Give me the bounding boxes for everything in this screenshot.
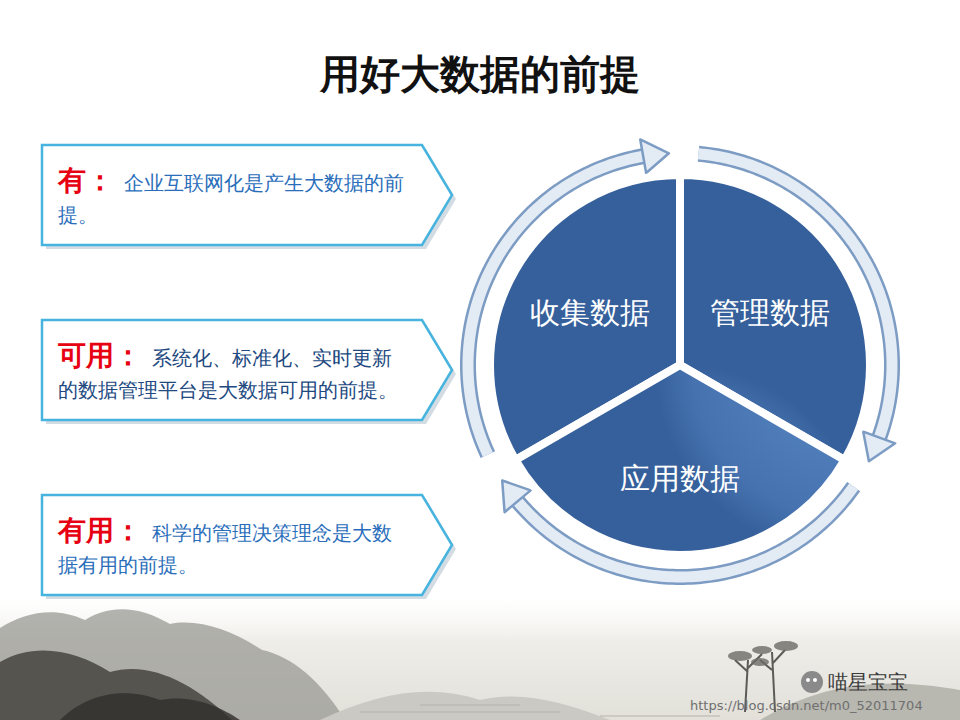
title-wrap: 用好大数据的前提 xyxy=(0,50,960,98)
label-wrap: https://blog.csdn.net/m0_52011704 xyxy=(690,698,923,714)
rock xyxy=(60,693,240,720)
watermark-url: https://blog.csdn.net/m0_52011704 xyxy=(690,698,923,714)
sector-label: 管理数据 xyxy=(710,295,830,331)
sector-shape xyxy=(515,365,845,555)
label-wrap: 喵星宝宝 xyxy=(828,670,908,694)
callout-box: 可用：系统化、标准化、实时更新的数据管理平台是大数据可用的前提。 xyxy=(42,320,452,420)
callout-heading: 可用： xyxy=(58,339,142,372)
callout-box: 有用：科学的管理决策理念是大数据有用的前提。 xyxy=(42,495,452,595)
callout-content: 有用：科学的管理决策理念是大数据有用的前提。 xyxy=(42,499,452,590)
sector-label: 收集数据 xyxy=(530,295,650,331)
far-mountain xyxy=(0,609,345,720)
callout-heading: 有： xyxy=(58,164,114,197)
paper-wash xyxy=(0,600,960,720)
callout-outline xyxy=(42,320,452,420)
sector-label: 应用数据 xyxy=(620,461,740,497)
distant-hill xyxy=(320,692,610,720)
wechat-icon xyxy=(801,671,823,693)
cycle-sector: 应用数据 xyxy=(515,365,845,555)
wechat-icon-eye xyxy=(806,678,810,682)
callout-heading: 有用： xyxy=(58,514,142,547)
sector-fill xyxy=(515,365,844,555)
title: 用好大数据的前提 xyxy=(0,50,960,98)
wechat-icon-eye xyxy=(813,678,817,682)
callout-outline xyxy=(42,495,452,595)
arrowhead xyxy=(502,480,530,512)
callout-box: 有：企业互联网化是产生大数据的前提。 xyxy=(42,145,452,245)
watermark: 喵星宝宝 xyxy=(828,670,908,694)
arrowhead xyxy=(863,432,895,462)
callout-content: 有：企业互联网化是产生大数据的前提。 xyxy=(42,149,452,240)
tree-foliage xyxy=(728,641,798,666)
arrowhead xyxy=(640,139,669,172)
water-line xyxy=(360,705,720,716)
callout-outline xyxy=(42,145,452,245)
callout-content: 可用：系统化、标准化、实时更新的数据管理平台是大数据可用的前提。 xyxy=(42,324,452,415)
